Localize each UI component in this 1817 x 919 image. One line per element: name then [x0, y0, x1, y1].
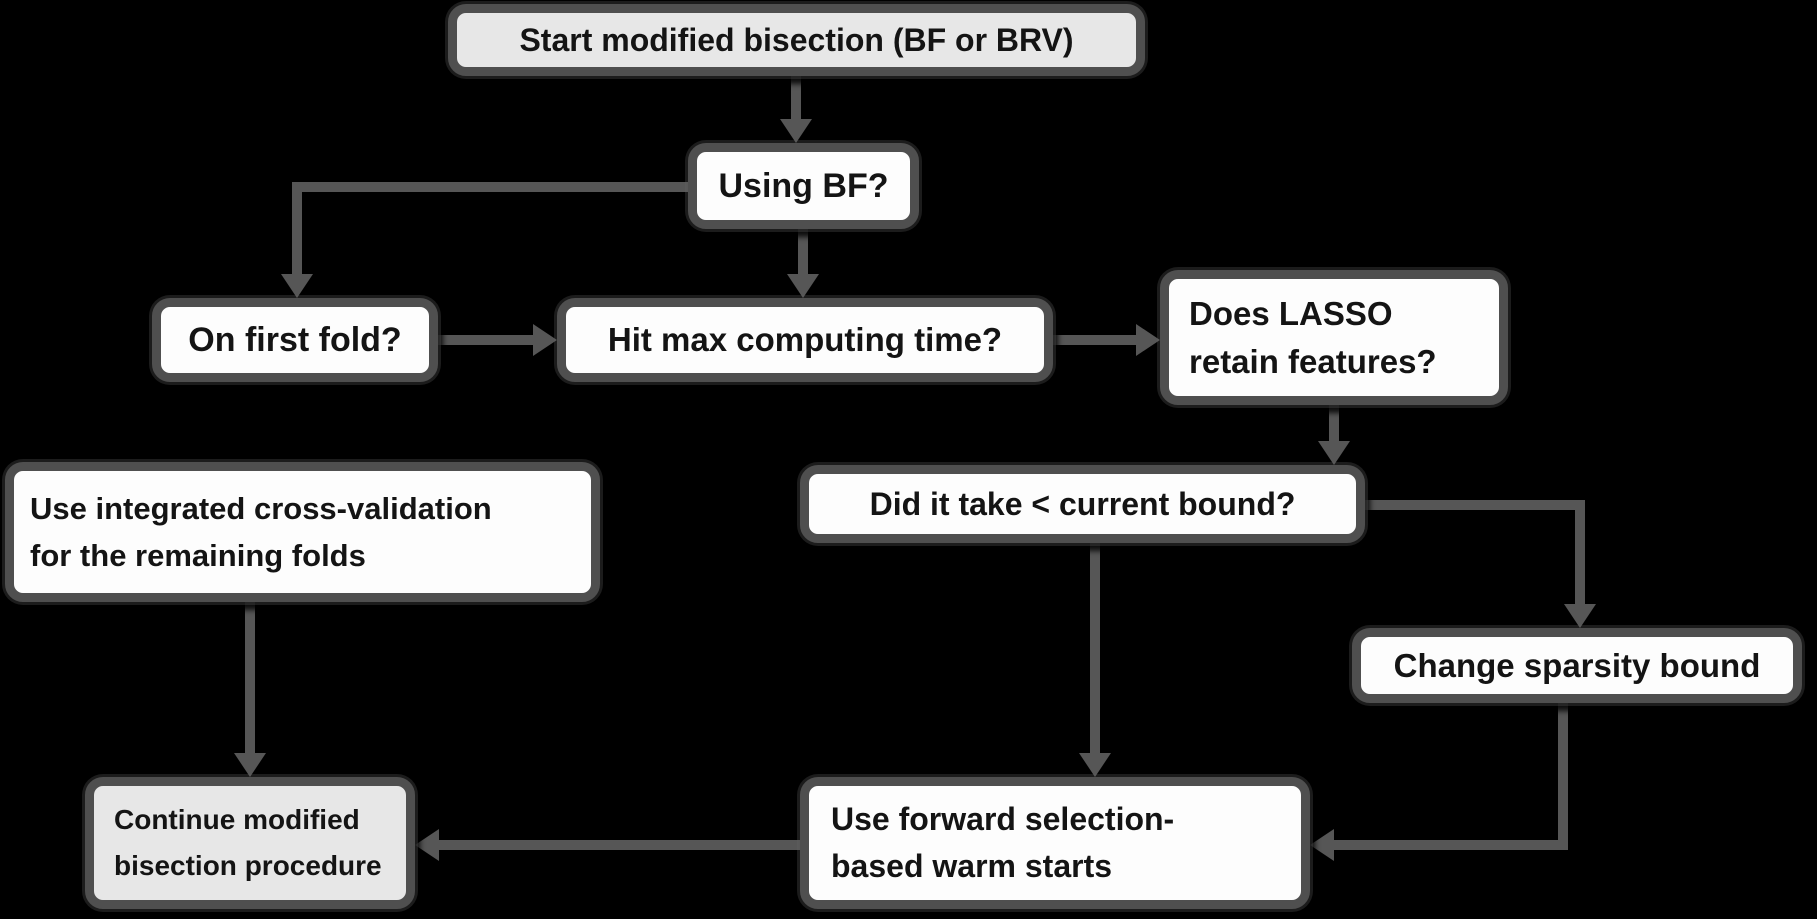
edge-onfirstfold-to-hitmax-line	[438, 335, 535, 345]
edge-useforward-to-continue-arrowhead-icon	[415, 829, 439, 861]
edge-onfirstfold-to-hitmax-arrowhead-icon	[533, 324, 557, 356]
edge-changesparsity-to-useforward-hline	[1332, 840, 1568, 850]
node-does-lasso-retain-features: Does LASSO retain features?	[1160, 270, 1508, 405]
edge-useicv-to-continue-line	[245, 602, 255, 753]
edge-usingbf-to-hitmax-line	[798, 229, 808, 276]
edge-start-to-usingbf-arrowhead-icon	[780, 119, 812, 143]
edge-start-to-usingbf-line	[791, 76, 801, 121]
edge-diditake-to-changesparsity-arrowhead-icon	[1564, 604, 1596, 628]
edge-diditake-to-useforward-arrowhead-icon	[1079, 753, 1111, 777]
edge-usingbf-to-onfirstfold-vline	[292, 182, 302, 276]
node-continue-modified-bisection: Continue modified bisection procedure	[85, 777, 415, 909]
node-using-bf: Using BF?	[688, 143, 919, 229]
node-on-first-fold: On first fold?	[152, 298, 438, 382]
node-use-integrated-cross-validation: Use integrated cross-validation for the …	[5, 462, 600, 602]
edge-useforward-to-continue-line	[439, 840, 800, 850]
edge-usingbf-to-hitmax-arrowhead-icon	[787, 274, 819, 298]
node-change-sparsity-bound: Change sparsity bound	[1352, 628, 1802, 703]
edge-hitmax-to-doeslasso-arrowhead-icon	[1136, 324, 1160, 356]
edge-doeslasso-to-diditake-line	[1329, 405, 1339, 443]
node-start: Start modified bisection (BF or BRV)	[448, 4, 1145, 76]
edge-changesparsity-to-useforward-arrowhead-icon	[1310, 829, 1334, 861]
edge-diditake-to-changesparsity-hline	[1365, 500, 1585, 510]
edge-changesparsity-to-useforward-vline	[1558, 703, 1568, 850]
node-did-it-take-less-than-bound: Did it take < current bound?	[800, 465, 1365, 543]
edge-usingbf-to-onfirstfold-arrowhead-icon	[281, 274, 313, 298]
edge-doeslasso-to-diditake-arrowhead-icon	[1318, 441, 1350, 465]
node-use-forward-selection-warm-starts: Use forward selection- based warm starts	[800, 777, 1310, 909]
node-hit-max-computing-time: Hit max computing time?	[557, 298, 1053, 382]
edge-diditake-to-useforward-line	[1090, 543, 1100, 755]
edge-hitmax-to-doeslasso-line	[1053, 335, 1138, 345]
edge-diditake-to-changesparsity-vline	[1575, 500, 1585, 606]
edge-usingbf-to-onfirstfold-hline	[292, 182, 688, 192]
edge-useicv-to-continue-arrowhead-icon	[234, 753, 266, 777]
